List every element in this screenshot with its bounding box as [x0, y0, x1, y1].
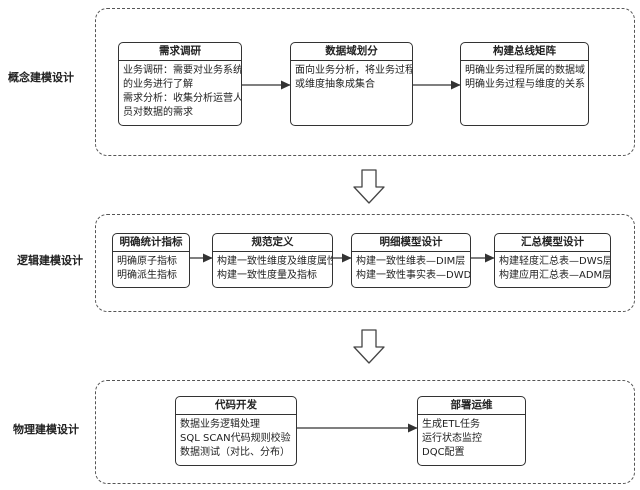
node-body: 构建轻度汇总表—DWS层 构建应用汇总表—ADM层 [495, 252, 610, 285]
node-line: 业务调研：需要对业务系统 [123, 65, 242, 76]
node-summary-model-design: 汇总模型设计 构建轻度汇总表—DWS层 构建应用汇总表—ADM层 [494, 233, 611, 288]
node-detail-model-design: 明细模型设计 构建一致性维表—DIM层 构建一致性事实表—DWD层 [351, 233, 471, 288]
node-line: 构建应用汇总表—ADM层 [499, 270, 611, 281]
node-body: 构建一致性维度及维度属性 构建一致性度量及指标 [213, 252, 332, 285]
stage-label-logical: 逻辑建模设计 [17, 254, 83, 267]
node-body: 数据业务逻辑处理 SQL SCAN代码规则校验 数据测试（对比、分布） [176, 415, 296, 462]
node-data-domain-division: 数据域划分 面向业务分析，将业务过程 或维度抽象成集合 [290, 42, 413, 126]
node-body: 业务调研：需要对业务系统 的业务进行了解 需求分析：收集分析运营人 员对数据的需… [119, 61, 241, 122]
node-title: 数据域划分 [291, 43, 412, 61]
node-line: 明确派生指标 [117, 270, 177, 281]
node-title: 汇总模型设计 [495, 234, 610, 252]
node-line: 构建一致性维表—DIM层 [356, 256, 466, 267]
node-line: 的业务进行了解 [123, 79, 193, 90]
node-bus-matrix: 构建总线矩阵 明确业务过程所属的数据域 明确业务过程与维度的关系 [460, 42, 589, 126]
node-title: 明确统计指标 [113, 234, 189, 252]
node-line: 生成ETL任务 [422, 419, 480, 430]
node-title: 部署运维 [418, 397, 525, 415]
flow-arrow-down-icon [353, 169, 385, 204]
node-title: 构建总线矩阵 [461, 43, 588, 61]
node-body: 明确业务过程所属的数据域 明确业务过程与维度的关系 [461, 61, 588, 94]
node-line: 构建一致性维度及维度属性 [217, 256, 333, 267]
node-title: 明细模型设计 [352, 234, 470, 252]
node-line: 构建一致性事实表—DWD层 [356, 270, 471, 281]
node-line: DQC配置 [422, 447, 465, 458]
node-line: 员对数据的需求 [123, 107, 193, 118]
node-spec-definition: 规范定义 构建一致性维度及维度属性 构建一致性度量及指标 [212, 233, 333, 288]
node-line: 数据业务逻辑处理 [180, 419, 260, 430]
node-body: 生成ETL任务 运行状态监控 DQC配置 [418, 415, 525, 462]
node-line: 构建轻度汇总表—DWS层 [499, 256, 611, 267]
stage-label-physical: 物理建模设计 [13, 423, 79, 436]
node-requirements-research: 需求调研 业务调研：需要对业务系统 的业务进行了解 需求分析：收集分析运营人 员… [118, 42, 242, 126]
flow-arrow-down-icon [353, 329, 385, 364]
stage-box-conceptual [95, 8, 635, 156]
node-deployment-ops: 部署运维 生成ETL任务 运行状态监控 DQC配置 [417, 396, 526, 466]
node-body: 明确原子指标 明确派生指标 [113, 252, 189, 285]
node-statistical-metrics: 明确统计指标 明确原子指标 明确派生指标 [112, 233, 190, 288]
node-title: 需求调研 [119, 43, 241, 61]
node-line: SQL SCAN代码规则校验 [180, 433, 291, 444]
node-body: 面向业务分析，将业务过程 或维度抽象成集合 [291, 61, 412, 94]
node-title: 规范定义 [213, 234, 332, 252]
node-line: 运行状态监控 [422, 433, 482, 444]
node-title: 代码开发 [176, 397, 296, 415]
node-line: 需求分析：收集分析运营人 [123, 93, 242, 104]
node-line: 或维度抽象成集合 [295, 79, 375, 90]
stage-label-conceptual: 概念建模设计 [8, 71, 74, 84]
node-line: 明确业务过程与维度的关系 [465, 79, 585, 90]
node-line: 明确业务过程所属的数据域 [465, 65, 585, 76]
node-code-development: 代码开发 数据业务逻辑处理 SQL SCAN代码规则校验 数据测试（对比、分布） [175, 396, 297, 466]
node-line: 明确原子指标 [117, 256, 177, 267]
node-line: 构建一致性度量及指标 [217, 270, 317, 281]
node-body: 构建一致性维表—DIM层 构建一致性事实表—DWD层 [352, 252, 470, 285]
stage-box-physical [95, 380, 635, 484]
stage-box-logical [95, 214, 635, 312]
node-line: 面向业务分析，将业务过程 [295, 65, 413, 76]
node-line: 数据测试（对比、分布） [180, 447, 290, 458]
